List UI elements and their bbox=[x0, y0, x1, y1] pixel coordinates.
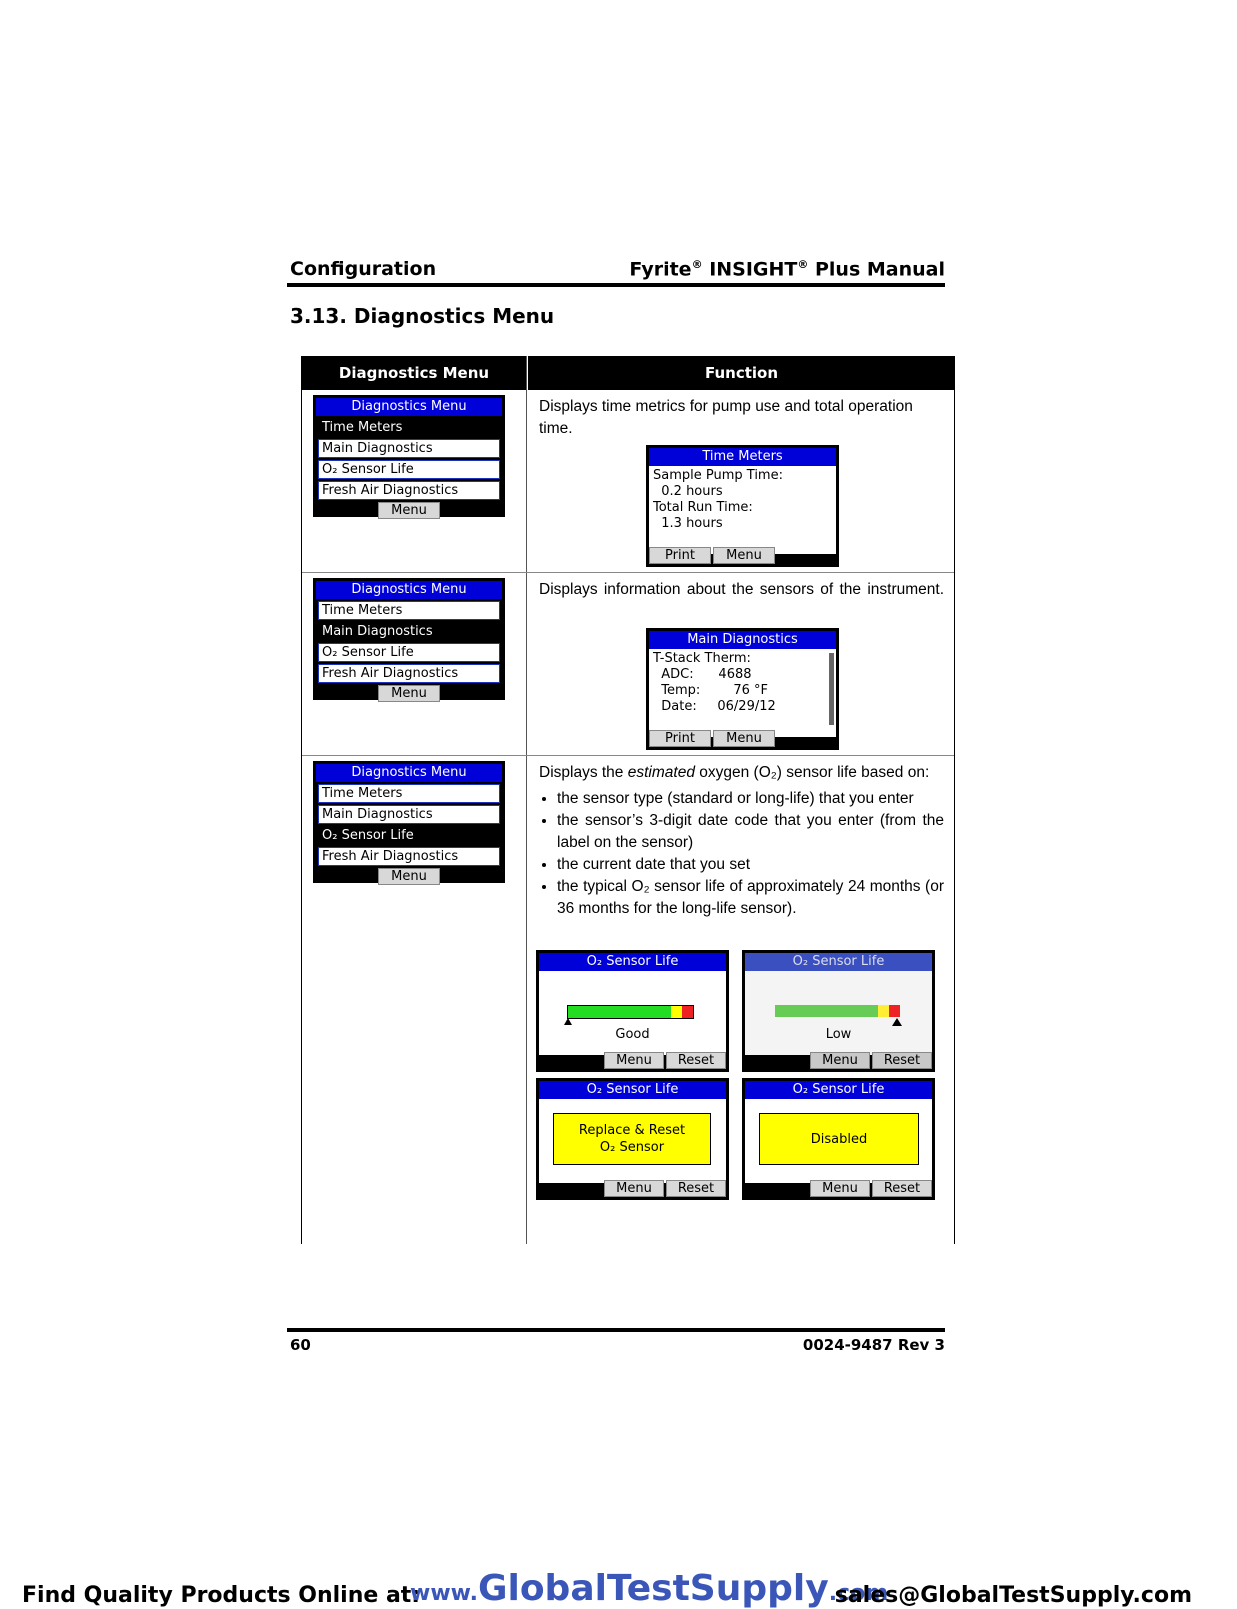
list-item: the sensor type (standard or long-life) … bbox=[557, 788, 944, 810]
sensor-life-bar bbox=[775, 1005, 900, 1017]
promo-url[interactable]: www.GlobalTestSupply.com bbox=[410, 1568, 889, 1609]
reset-softkey[interactable]: Reset bbox=[872, 1180, 932, 1197]
diagnostics-menu-screen-3: Diagnostics Menu Time Meters Main Diagno… bbox=[313, 761, 505, 885]
menu-softkey[interactable]: Menu bbox=[378, 684, 440, 702]
main-diagnostics-body: T-Stack Therm: ADC: 4688 Temp: 76 °F Dat… bbox=[649, 649, 836, 733]
document-number: 0024-9487 Rev 3 bbox=[802, 1336, 945, 1354]
life-marker-icon bbox=[564, 1018, 572, 1025]
o2-criteria-list: the sensor type (standard or long-life) … bbox=[539, 788, 944, 920]
menu-item-o2-sensor-life[interactable]: O₂ Sensor Life bbox=[318, 826, 500, 845]
footer-rule bbox=[287, 1328, 945, 1332]
menu-softkey[interactable]: Menu bbox=[378, 501, 440, 519]
column-divider bbox=[526, 356, 527, 1244]
menu-item-main-diagnostics[interactable]: Main Diagnostics bbox=[318, 439, 500, 458]
life-marker-icon bbox=[892, 1018, 902, 1026]
status-label: Low bbox=[825, 1027, 852, 1042]
print-softkey[interactable]: Print bbox=[649, 547, 711, 564]
row1-description: Displays time metrics for pump use and t… bbox=[539, 398, 913, 437]
menu-softkey[interactable]: Menu bbox=[810, 1052, 870, 1069]
diagnostics-table: Diagnostics Menu Function Diagnostics Me… bbox=[301, 356, 955, 1244]
o2-sensor-life-good-screen: O₂ Sensor Life Good Menu Reset bbox=[536, 950, 729, 1072]
row3-description: Displays the estimated oxygen (O₂) senso… bbox=[539, 762, 944, 920]
o2-screen-title: O₂ Sensor Life bbox=[539, 1081, 726, 1099]
menu-softkey[interactable]: Menu bbox=[378, 867, 440, 885]
menu-item-time-meters[interactable]: Time Meters bbox=[318, 601, 500, 620]
sensor-life-bar bbox=[567, 1005, 694, 1019]
o2-screen-title: O₂ Sensor Life bbox=[539, 953, 726, 971]
menu-screen-title: Diagnostics Menu bbox=[316, 764, 502, 782]
print-softkey[interactable]: Print bbox=[649, 730, 711, 747]
row2-description: Displays information about the sensors o… bbox=[539, 581, 944, 598]
table-header-function: Function bbox=[528, 356, 955, 390]
promo-email[interactable]: sales@GlobalTestSupply.com bbox=[834, 1583, 1192, 1608]
diagnostics-menu-screen-2: Diagnostics Menu Time Meters Main Diagno… bbox=[313, 578, 505, 702]
menu-screen-title: Diagnostics Menu bbox=[316, 581, 502, 599]
row-divider bbox=[302, 572, 954, 573]
menu-item-o2-sensor-life[interactable]: O₂ Sensor Life bbox=[318, 460, 500, 479]
row-divider bbox=[302, 755, 954, 756]
header-rule bbox=[287, 283, 945, 287]
menu-item-o2-sensor-life[interactable]: O₂ Sensor Life bbox=[318, 643, 500, 662]
diagnostics-menu-screen-1: Diagnostics Menu Time Meters Main Diagno… bbox=[313, 395, 505, 519]
list-item: the current date that you set bbox=[557, 854, 944, 876]
disabled-box: Disabled bbox=[759, 1113, 919, 1165]
menu-item-fresh-air-diagnostics[interactable]: Fresh Air Diagnostics bbox=[318, 481, 500, 500]
menu-screen-title: Diagnostics Menu bbox=[316, 398, 502, 416]
menu-item-main-diagnostics[interactable]: Main Diagnostics bbox=[318, 805, 500, 824]
menu-softkey[interactable]: Menu bbox=[604, 1052, 664, 1069]
o2-sensor-replace-screen: O₂ Sensor Life Replace & Reset O₂ Sensor… bbox=[536, 1078, 729, 1200]
menu-softkey[interactable]: Menu bbox=[713, 730, 775, 747]
table-header-menu: Diagnostics Menu bbox=[302, 356, 526, 390]
time-meters-title: Time Meters bbox=[649, 448, 836, 466]
list-item: the typical O₂ sensor life of approximat… bbox=[557, 876, 944, 920]
menu-softkey[interactable]: Menu bbox=[810, 1180, 870, 1197]
menu-item-fresh-air-diagnostics[interactable]: Fresh Air Diagnostics bbox=[318, 664, 500, 683]
menu-item-time-meters[interactable]: Time Meters bbox=[318, 418, 500, 437]
o2-screen-title: O₂ Sensor Life bbox=[745, 1081, 932, 1099]
status-label: Good bbox=[615, 1027, 650, 1042]
o2-sensor-life-low-screen: O₂ Sensor Life Low Menu Reset bbox=[742, 950, 935, 1072]
promo-text: Find Quality Products Online at: bbox=[22, 1583, 421, 1608]
reset-softkey[interactable]: Reset bbox=[666, 1180, 726, 1197]
page-number: 60 bbox=[290, 1336, 311, 1354]
main-diagnostics-title: Main Diagnostics bbox=[649, 631, 836, 649]
list-item: the sensor’s 3-digit date code that you … bbox=[557, 810, 944, 854]
menu-item-fresh-air-diagnostics[interactable]: Fresh Air Diagnostics bbox=[318, 847, 500, 866]
reset-softkey[interactable]: Reset bbox=[666, 1052, 726, 1069]
o2-screen-title: O₂ Sensor Life bbox=[745, 953, 932, 971]
menu-item-main-diagnostics[interactable]: Main Diagnostics bbox=[318, 622, 500, 641]
reset-softkey[interactable]: Reset bbox=[872, 1052, 932, 1069]
o2-sensor-disabled-screen: O₂ Sensor Life Disabled Menu Reset bbox=[742, 1078, 935, 1200]
menu-item-time-meters[interactable]: Time Meters bbox=[318, 784, 500, 803]
header-section-name: Configuration bbox=[290, 258, 437, 280]
scrollbar[interactable] bbox=[829, 653, 834, 725]
menu-softkey[interactable]: Menu bbox=[713, 547, 775, 564]
replace-warning-box: Replace & Reset O₂ Sensor bbox=[553, 1113, 711, 1165]
main-diagnostics-screen: Main Diagnostics T-Stack Therm: ADC: 468… bbox=[646, 628, 839, 750]
header-manual-title: Fyrite® INSIGHT® Plus Manual bbox=[629, 258, 945, 281]
menu-softkey[interactable]: Menu bbox=[604, 1180, 664, 1197]
section-title: 3.13. Diagnostics Menu bbox=[290, 304, 555, 328]
